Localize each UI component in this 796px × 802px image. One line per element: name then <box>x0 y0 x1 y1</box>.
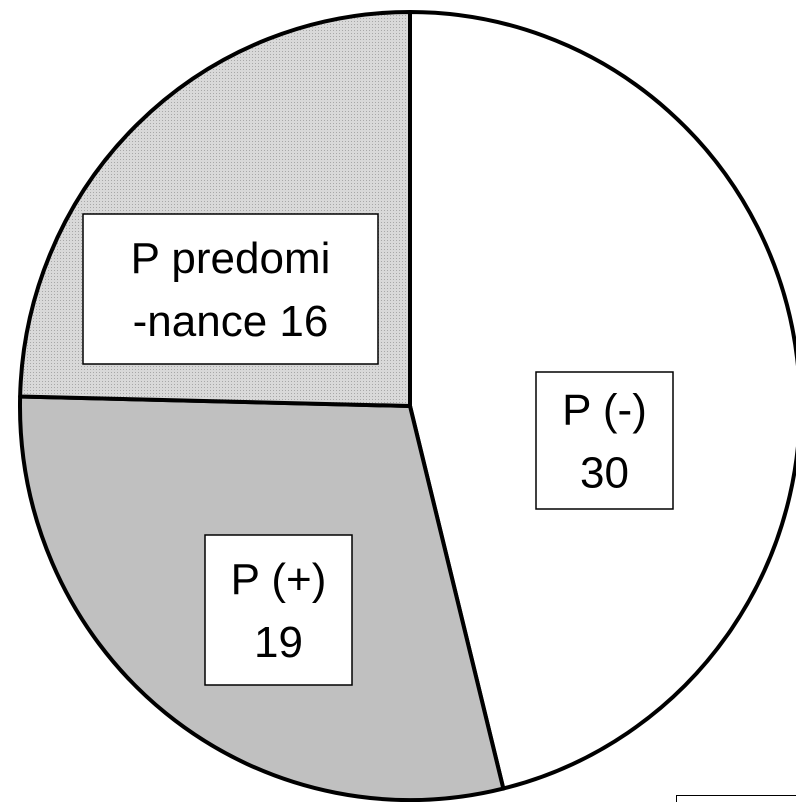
slice-label-line: P (-) <box>562 385 647 434</box>
slice-label-box <box>535 371 674 510</box>
slice-label-line: P predomi <box>131 234 331 283</box>
slice-label-line: 30 <box>580 448 629 497</box>
slice-label: P (+) 19 <box>231 555 327 667</box>
slice-label-box <box>204 534 353 686</box>
slice-label-line: 19 <box>254 618 303 667</box>
slice-label-line: -nance 16 <box>133 297 329 346</box>
slice-label: P (-) 30 <box>562 385 647 497</box>
slice-label-line: P (+) <box>231 555 327 604</box>
slice-label: P predomi -nance 16 <box>131 234 331 346</box>
partial-frame-corner <box>676 795 796 802</box>
slice-label-box <box>82 213 379 365</box>
